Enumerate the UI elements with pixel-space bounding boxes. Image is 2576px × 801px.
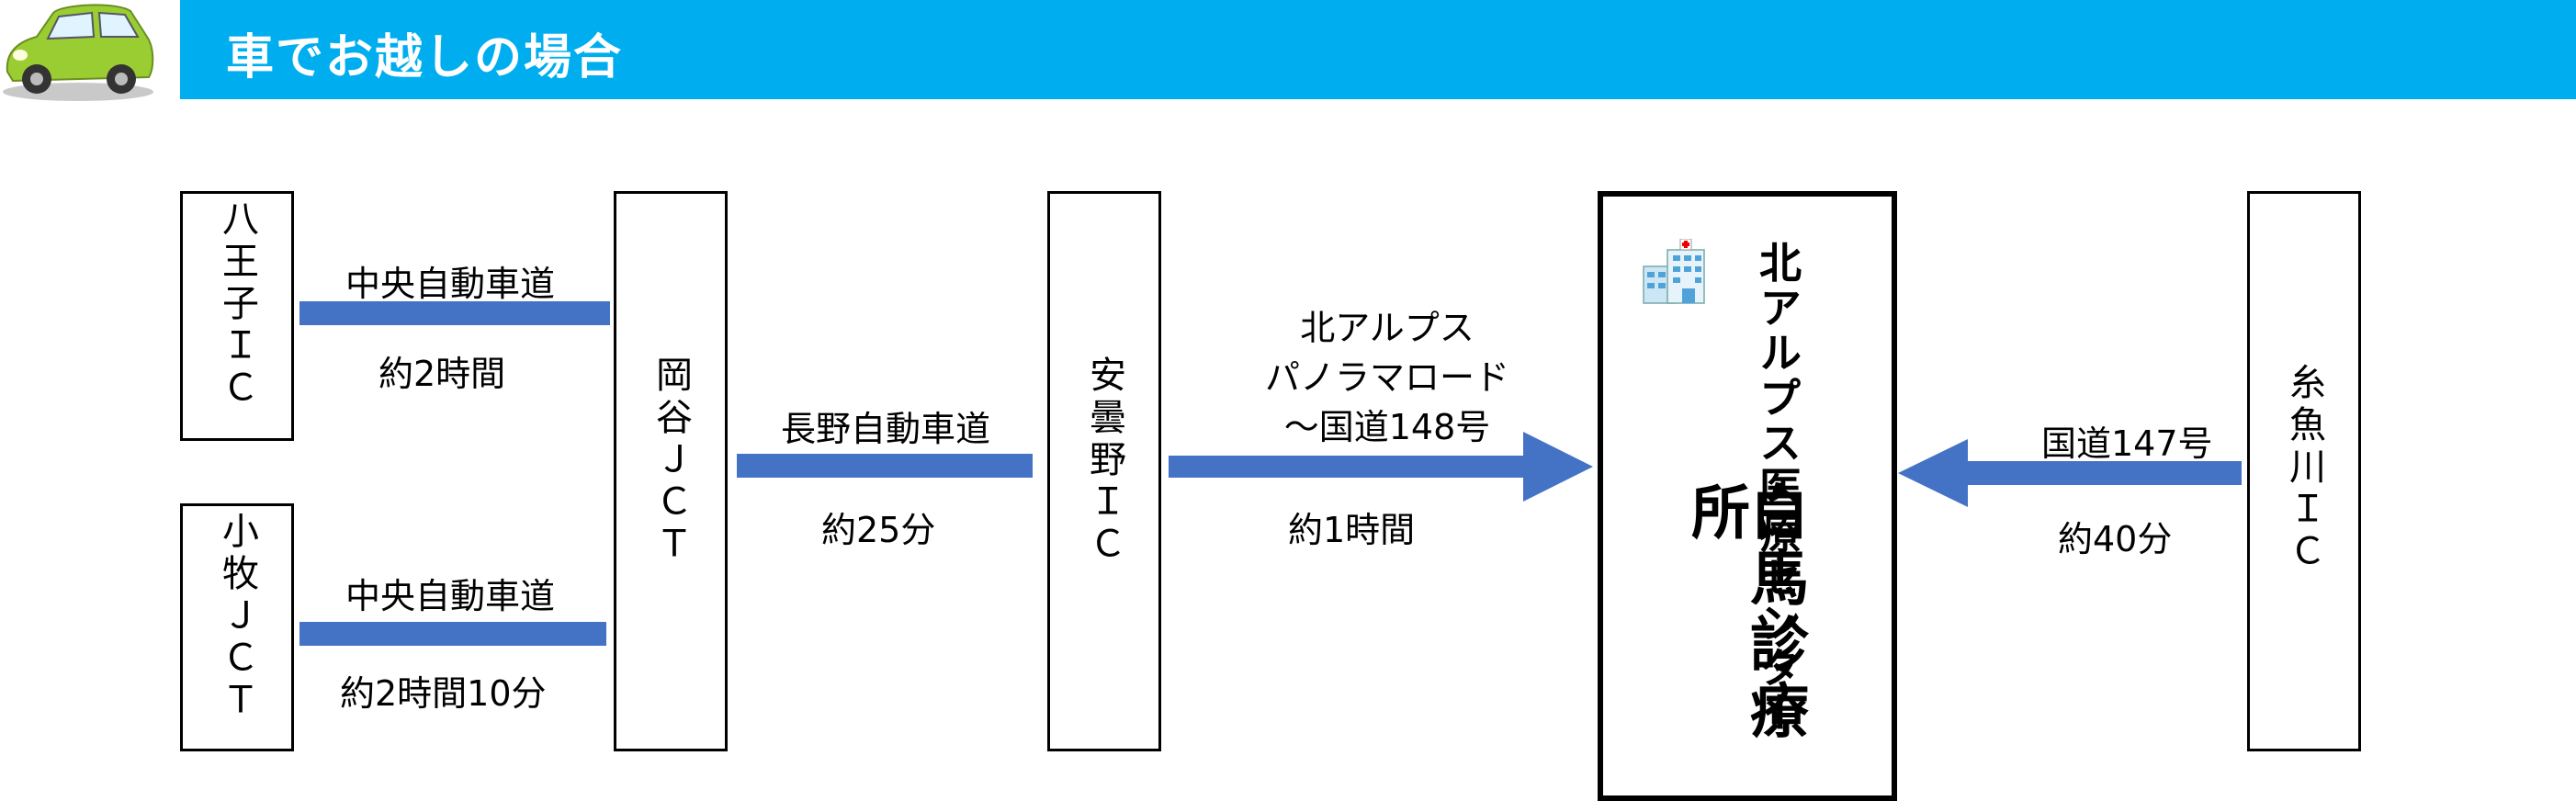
route-alps-road-line1: 北アルプス: [1300, 308, 1474, 348]
arrow-itoigawa-to-destination: [1898, 439, 2242, 507]
page-title: 車でお越しの場合: [226, 30, 624, 85]
route-alps-road-line2: パノラマロード: [1264, 357, 1509, 398]
route-komaki-road: 中央自動車道: [345, 576, 556, 616]
destination-box: 北アルプス医療センター 白馬診療所: [1598, 191, 1897, 801]
route-alps-road-line3: ～国道148号: [1283, 407, 1491, 447]
route-komaki-time: 約2時間10分: [340, 673, 547, 714]
node-komaki-label: 小牧ＪＣＴ: [216, 512, 258, 723]
destination-name: 北アルプス医療センター: [1753, 241, 1802, 736]
route-nagano-road: 長野自動車道: [781, 409, 991, 449]
arrow-azumino-to-destination: [1169, 432, 1593, 502]
node-hachioji-label: 八王子ＩＣ: [216, 199, 258, 411]
route-hachioji-time: 約2時間: [378, 354, 506, 394]
node-hachioji-ic: 八王子ＩＣ: [180, 191, 294, 441]
header-bar: 車でお越しの場合: [180, 0, 2576, 99]
node-azumino-label: 安曇野ＩＣ: [1083, 355, 1125, 567]
node-azumino-ic: 安曇野ＩＣ: [1047, 191, 1161, 751]
node-okaya-label: 岡谷ＪＣＴ: [650, 355, 692, 567]
route-hachioji-bar: [299, 301, 610, 325]
hospital-icon: [1643, 239, 1705, 304]
route-nagano-time: 約25分: [821, 510, 936, 550]
route-147-time: 約40分: [2058, 519, 2173, 559]
node-itoigawa-label: 糸魚川ＩＣ: [2283, 363, 2325, 574]
route-hachioji-road: 中央自動車道: [345, 264, 556, 304]
route-147-road: 国道147号: [2041, 423, 2213, 464]
node-itoigawa-ic: 糸魚川ＩＣ: [2247, 191, 2361, 751]
route-nagano-bar: [737, 454, 1033, 478]
node-okaya-jct: 岡谷ＪＣＴ: [614, 191, 728, 751]
node-komaki-jct: 小牧ＪＣＴ: [180, 503, 294, 751]
route-komaki-bar: [299, 622, 606, 646]
destination-subname: 白馬診療所: [1681, 481, 1808, 746]
car-icon: [3, 4, 154, 101]
route-alps-time: 約1時間: [1288, 510, 1416, 550]
